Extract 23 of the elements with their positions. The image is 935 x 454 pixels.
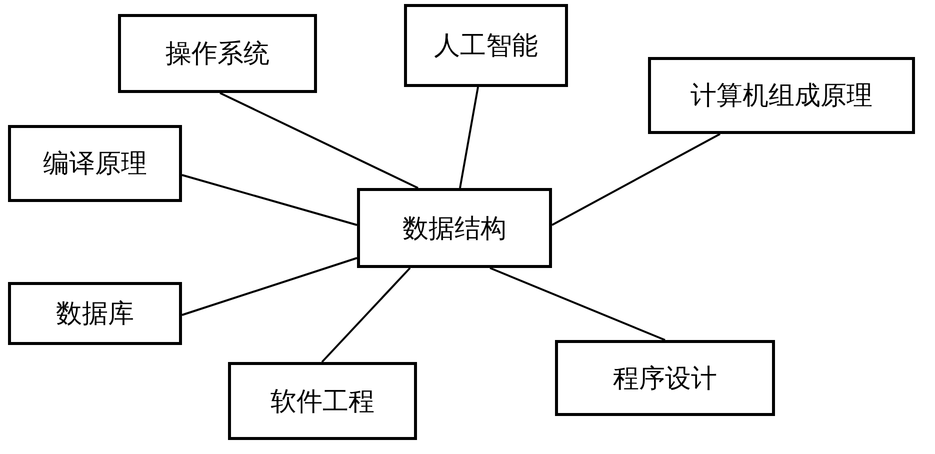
connector-line	[220, 92, 418, 189]
topic-box	[404, 4, 568, 87]
topic-box	[118, 14, 317, 93]
topic-label: 计算机组成原理	[690, 80, 872, 113]
topic-label: 操作系统	[166, 38, 270, 71]
topic-label: 数据结构	[402, 212, 506, 246]
topic-box	[8, 282, 182, 345]
connector-line	[490, 267, 666, 341]
topic-label: 程序设计	[613, 362, 717, 396]
topic-box	[357, 188, 552, 268]
connector-line	[459, 86, 479, 188]
topic-box	[228, 362, 417, 440]
topic-label: 编译原理	[43, 148, 147, 181]
topic-label: 人工智能	[434, 30, 538, 63]
connector-line	[182, 174, 358, 226]
topic-box	[648, 57, 915, 134]
topic-label: 软件工程	[270, 386, 374, 418]
topic-box	[8, 125, 182, 202]
topic-label: 数据库	[56, 298, 134, 331]
connector-line	[552, 133, 720, 226]
topic-box	[555, 340, 775, 416]
connector-line	[321, 267, 411, 363]
connector-line	[182, 257, 358, 316]
